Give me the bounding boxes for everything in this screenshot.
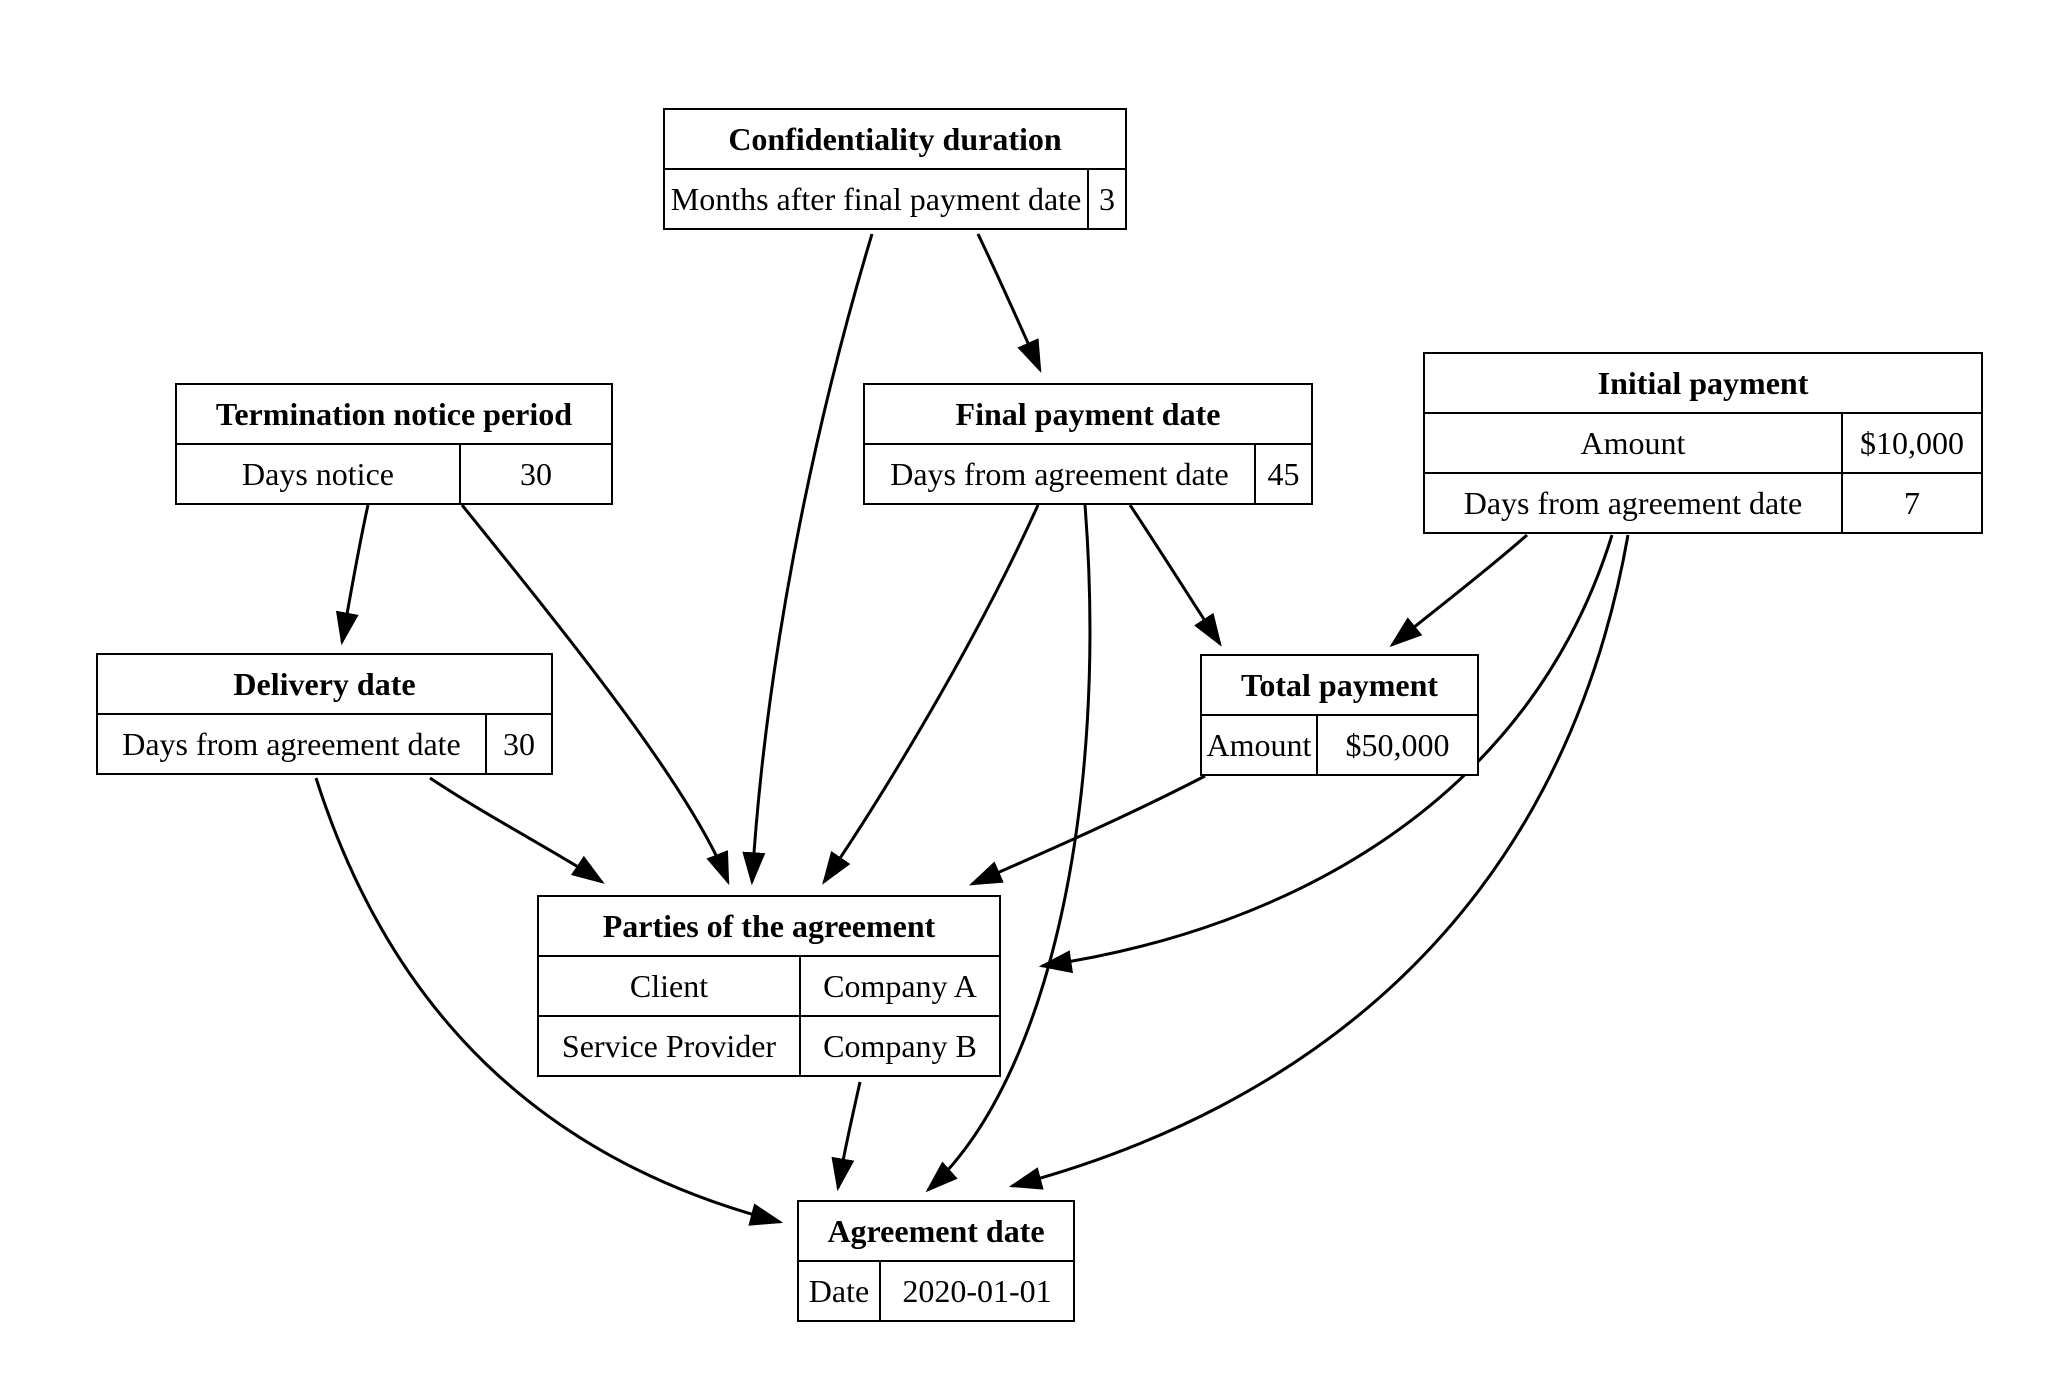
node-title: Confidentiality duration: [728, 121, 1062, 157]
node-total-payment: Total payment Amount $50,000: [1200, 654, 1479, 776]
field-label: Date: [808, 1273, 870, 1309]
field-value: 2020-01-01: [879, 1262, 1073, 1320]
field-label: Months after final payment date: [670, 181, 1082, 217]
node-row: Amount $10,000: [1425, 412, 1981, 472]
node-parties-of-the-agreement: Parties of the agreement Client Company …: [537, 895, 1001, 1077]
edge-initial_payment-to-agreement_date: [1008, 534, 1630, 1190]
edge-final_payment_date-to-total_payment: [1128, 504, 1222, 647]
field-label: Days from agreement date: [1463, 485, 1803, 521]
edge-parties_of_the_agreement-to-agreement_date: [831, 1081, 862, 1192]
edge-delivery_date-to-parties_of_the_agreement: [429, 776, 605, 884]
field-label: Days from agreement date: [122, 726, 461, 762]
field-label: Amount: [1206, 727, 1312, 763]
node-title: Agreement date: [827, 1213, 1045, 1249]
node-final-payment-date: Final payment date Days from agreement d…: [863, 383, 1313, 505]
edge-confidentiality_duration-to-parties_of_the_agreement: [742, 233, 874, 886]
edge-initial_payment-to-parties_of_the_agreement: [1038, 534, 1614, 974]
node-row: Days from agreement date 7: [1425, 472, 1981, 532]
node-title: Termination notice period: [215, 396, 573, 432]
edge-final_payment_date-to-agreement_date: [925, 504, 1092, 1193]
field-value: $50,000: [1316, 716, 1477, 774]
edge-total_payment-to-parties_of_the_agreement: [968, 774, 1206, 886]
node-title: Final payment date: [955, 396, 1221, 432]
node-row: Days from agreement date 45: [865, 443, 1311, 503]
edge-initial_payment-to-total_payment: [1389, 533, 1528, 648]
field-value: 7: [1841, 474, 1981, 532]
field-value: 30: [459, 445, 611, 503]
node-initial-payment: Initial payment Amount $10,000 Days from…: [1423, 352, 1983, 534]
node-title: Delivery date: [233, 666, 416, 702]
field-value: Company A: [799, 957, 999, 1015]
node-row: Date 2020-01-01: [799, 1260, 1073, 1320]
field-value: $10,000: [1841, 414, 1981, 472]
node-row: Days notice 30: [177, 443, 611, 503]
node-title: Parties of the agreement: [602, 908, 936, 944]
node-row: Days from agreement date 30: [98, 713, 551, 773]
node-title: Initial payment: [1597, 365, 1809, 401]
node-row: Amount $50,000: [1202, 714, 1477, 774]
edge-confidentiality_duration-to-final_payment_date: [976, 233, 1042, 374]
field-label: Client: [629, 968, 709, 1004]
field-value: 45: [1254, 445, 1311, 503]
node-row: Months after final payment date 3: [665, 168, 1125, 228]
edge-final_payment_date-to-parties_of_the_agreement: [822, 504, 1040, 885]
node-row: Service Provider Company B: [539, 1015, 999, 1075]
edge-termination_notice_period-to-parties_of_the_agreement: [460, 504, 730, 886]
node-agreement-date: Agreement date Date 2020-01-01: [797, 1200, 1075, 1322]
edge-termination_notice_period-to-delivery_date: [335, 504, 370, 646]
field-label: Amount: [1580, 425, 1686, 461]
field-value: 3: [1087, 170, 1125, 228]
edge-delivery_date-to-agreement_date: [314, 777, 784, 1226]
field-label: Days notice: [242, 456, 394, 492]
node-title: Total payment: [1240, 667, 1439, 703]
field-label: Service Provider: [561, 1028, 777, 1064]
node-row: Client Company A: [539, 955, 999, 1015]
field-value: Company B: [799, 1017, 999, 1075]
field-label: Days from agreement date: [890, 456, 1229, 492]
node-delivery-date: Delivery date Days from agreement date 3…: [96, 653, 553, 775]
node-confidentiality-duration: Confidentiality duration Months after fi…: [663, 108, 1127, 230]
node-termination-notice-period: Termination notice period Days notice 30: [175, 383, 613, 505]
field-value: 30: [485, 715, 551, 773]
